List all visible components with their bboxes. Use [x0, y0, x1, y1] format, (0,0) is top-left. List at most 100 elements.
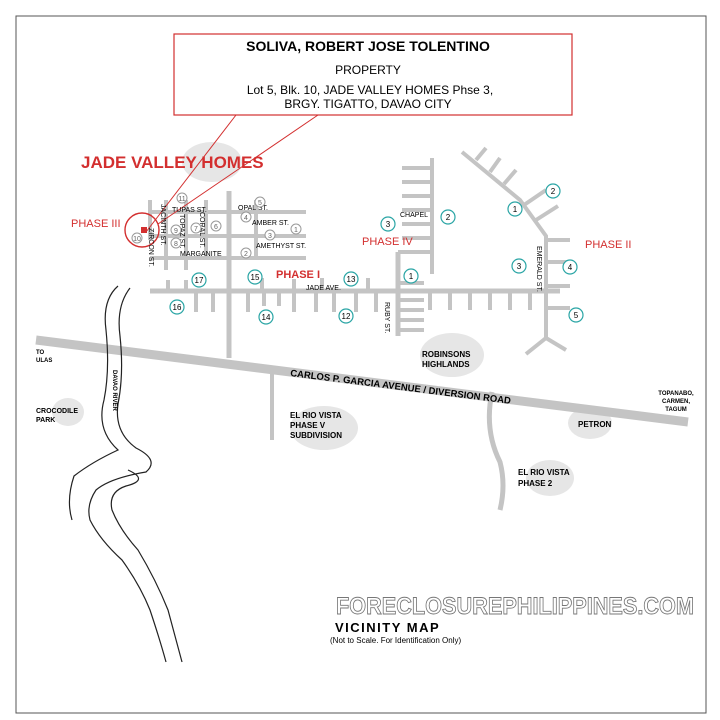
- subject-property-ring: [124, 212, 160, 248]
- callout-pointer: [157, 114, 319, 225]
- phase3-label: PHASE III: [71, 218, 121, 230]
- el-rio-vista-v-2: PHASE V: [290, 421, 326, 430]
- svg-text:17: 17: [195, 276, 204, 285]
- owner-name: SOLIVA, ROBERT JOSE TOLENTINO: [246, 38, 490, 54]
- svg-text:10: 10: [133, 236, 141, 243]
- phase1-label: PHASE I: [276, 269, 320, 281]
- callout-address-2: BRGY. TIGATTO, DAVAO CITY: [284, 97, 451, 111]
- river-bank-far: [110, 469, 183, 663]
- property-callout: SOLIVA, ROBERT JOSE TOLENTINO PROPERTY L…: [145, 33, 573, 233]
- river-bank-east: [88, 287, 167, 663]
- block-marker: 2: [440, 209, 456, 225]
- svg-text:2: 2: [446, 213, 451, 222]
- robinsons-2: HIGHLANDS: [422, 360, 470, 369]
- carlos-p-garcia-avenue: [35, 335, 689, 427]
- topanabo-2: CARMEN,: [662, 399, 690, 405]
- street-jade-ave: JADE AVE.: [306, 285, 341, 292]
- davao-river-label: DAVAO RIVER: [111, 370, 117, 411]
- jade-valley-shade: [182, 142, 242, 182]
- block-marker: 2: [240, 247, 252, 259]
- street-topaz: TOPAZ ST.: [178, 214, 185, 249]
- el-rio-vista-2-1: EL RIO VISTA: [518, 468, 570, 477]
- svg-text:9: 9: [174, 228, 178, 235]
- block-marker: 10: [131, 232, 143, 244]
- phase1-side-streets: [166, 278, 532, 312]
- subject-property-marker: [141, 227, 147, 233]
- street-emerald: EMERALD ST.: [535, 246, 542, 292]
- svg-text:7: 7: [194, 226, 198, 233]
- street-coral: CORAL ST.: [198, 212, 205, 248]
- svg-text:1: 1: [513, 205, 518, 214]
- to-ulas-2: ULAS: [36, 358, 52, 364]
- street-zircon: ZIRCON ST.: [147, 228, 154, 267]
- street-marganite: MARGANITE: [180, 251, 222, 258]
- to-ulas-1: TO: [36, 350, 45, 356]
- svg-text:12: 12: [342, 312, 351, 321]
- svg-text:8: 8: [174, 241, 178, 248]
- block-marker: 3: [511, 258, 527, 274]
- block-marker: 2: [545, 183, 561, 199]
- block-marker: 5: [568, 307, 584, 323]
- petron-label: PETRON: [578, 420, 612, 429]
- svg-text:2: 2: [551, 187, 556, 196]
- robinsons-shade: [420, 333, 484, 377]
- place-labels: TO ULAS CROCODILE PARK DAVAO RIVER ROBIN…: [36, 350, 694, 488]
- svg-text:16: 16: [173, 303, 182, 312]
- topanabo-1: TOPANABO,: [658, 391, 694, 397]
- svg-text:3: 3: [268, 233, 272, 240]
- callout-box: [173, 33, 573, 116]
- callout-address-1: Lot 5, Blk. 10, JADE VALLEY HOMES Phse 3…: [247, 83, 493, 97]
- el-rio-vista-v-1: EL RIO VISTA: [290, 411, 342, 420]
- block-marker: 1: [403, 268, 419, 284]
- svg-text:2: 2: [244, 251, 248, 258]
- block-marker: 13: [343, 271, 359, 287]
- el-rio-vista-2-shade: [526, 460, 574, 496]
- svg-text:6: 6: [214, 224, 218, 231]
- el-rio-vista-v-3: SUBDIVISION: [290, 431, 342, 440]
- svg-text:11: 11: [178, 196, 185, 203]
- street-chapel: CHAPEL: [400, 212, 428, 219]
- block-marker: 6: [210, 220, 222, 232]
- callout-pointer: [145, 114, 237, 233]
- svg-text:4: 4: [568, 263, 573, 272]
- crocodile-park-2: PARK: [36, 417, 55, 424]
- crocodile-park-shade: [52, 398, 84, 426]
- street-tupas: TUPAS ST.: [172, 207, 207, 214]
- block-marker: 11: [176, 192, 188, 204]
- el-rio-vista-2-road: [486, 391, 506, 511]
- svg-text:1: 1: [294, 227, 298, 234]
- phase2-street: [524, 336, 548, 356]
- landmark-shades: [52, 142, 612, 496]
- watermark: FORECLOSUREPHILIPPINES.COM: [336, 593, 694, 620]
- block-marker: 3: [380, 216, 396, 232]
- block-marker: 15: [247, 269, 263, 285]
- street-ruby: RUBY ST.: [383, 302, 390, 333]
- road-network: [35, 146, 689, 511]
- phase2-street: [544, 336, 568, 352]
- phase2-street: [534, 204, 560, 222]
- block-marker: 4: [562, 259, 578, 275]
- street-amber: AMBER ST.: [252, 220, 289, 227]
- davao-river: [68, 285, 183, 663]
- block-marker: 8: [170, 237, 182, 249]
- block-markers: 11 9 10 8 7 6 5 4 3 2 1 17 15 13 16 14 1…: [131, 183, 584, 325]
- river-bank-west: [68, 285, 120, 521]
- vicinity-map-title: VICINITY MAP: [335, 620, 440, 635]
- block-marker: 4: [240, 211, 252, 223]
- svg-text:3: 3: [386, 220, 391, 229]
- street-opal: OPAL ST.: [238, 205, 268, 212]
- svg-text:5: 5: [574, 311, 579, 320]
- el-rio-vista-v-shade: [290, 406, 358, 450]
- phase3-markers: 11 9 10 8 7 6 5 4 3 2 1: [131, 192, 302, 259]
- street-amethyst: AMETHYST ST.: [256, 243, 306, 250]
- svg-text:13: 13: [347, 275, 356, 284]
- block-marker: 1: [290, 223, 302, 235]
- block-marker: 7: [190, 222, 202, 234]
- block-marker: 1: [507, 201, 523, 217]
- subdivision-title: JADE VALLEY HOMES: [81, 153, 264, 172]
- block-marker: 3: [264, 229, 276, 241]
- crocodile-park-1: CROCODILE: [36, 408, 78, 415]
- phase2-street: [474, 146, 488, 162]
- callout-property: PROPERTY: [335, 63, 401, 77]
